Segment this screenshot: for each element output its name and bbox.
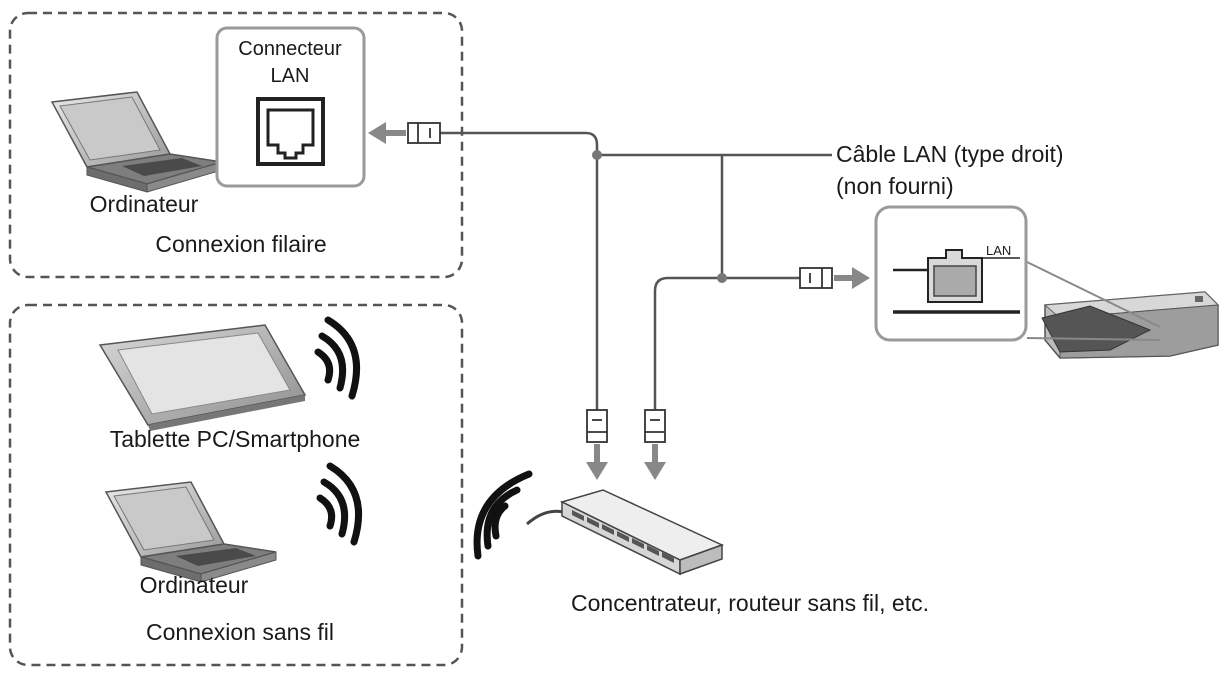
wired-group-label: Connexion filaire	[155, 231, 326, 257]
rj45-plug-icon	[799, 267, 833, 289]
projector-icon	[1041, 291, 1220, 359]
hub-ports	[572, 510, 674, 563]
tablet-icon	[98, 324, 307, 431]
projector-lan-port-label: LAN	[986, 243, 1011, 258]
hub-antenna	[526, 509, 565, 526]
rj45-plug-icon	[407, 122, 441, 144]
cable-junction	[717, 273, 727, 283]
hub-icon	[526, 489, 724, 576]
wifi-signal-icon	[316, 462, 363, 546]
arrow-right-icon	[834, 267, 870, 289]
wireless-group-border	[8, 303, 464, 667]
wired-connection-group: Connecteur LAN Ordinateur Connexion fila…	[8, 11, 464, 279]
arrow-left-icon	[368, 122, 406, 144]
arrow-down-icon	[586, 444, 608, 480]
rj45-plug-icon	[586, 409, 608, 443]
projector-group: LAN	[874, 205, 1220, 359]
wireless-computer-label: Ordinateur	[140, 572, 249, 598]
laptop-icon	[50, 91, 223, 193]
zoom-line	[1026, 261, 1161, 328]
ethernet-port-icon	[927, 249, 983, 303]
zoom-line	[1026, 337, 1161, 341]
wireless-connection-group: Tablette PC/Smartphone Ordinateur Connex…	[8, 303, 464, 667]
connector-label-line1: Connecteur	[238, 38, 342, 60]
lan-cable-lines	[440, 131, 832, 410]
arrow-down-icon	[644, 444, 666, 480]
laptop-icon	[104, 481, 277, 583]
wifi-signal-icon	[314, 316, 361, 400]
ethernet-port-icon	[256, 97, 325, 166]
cable-label-line2: (non fourni)	[836, 173, 954, 199]
wireless-group-label: Connexion sans fil	[146, 619, 334, 645]
connector-label-line2: LAN	[271, 65, 310, 87]
cable-junction	[592, 150, 602, 160]
rj45-plug-icon	[644, 409, 666, 443]
tablet-label: Tablette PC/Smartphone	[110, 426, 361, 452]
hub-label: Concentrateur, routeur sans fil, etc.	[571, 590, 929, 616]
wired-computer-label: Ordinateur	[90, 191, 199, 217]
wired-group-border	[8, 11, 464, 279]
cable-label-line1: Câble LAN (type droit)	[836, 141, 1064, 167]
hub-wifi-signal-icon	[473, 470, 533, 560]
